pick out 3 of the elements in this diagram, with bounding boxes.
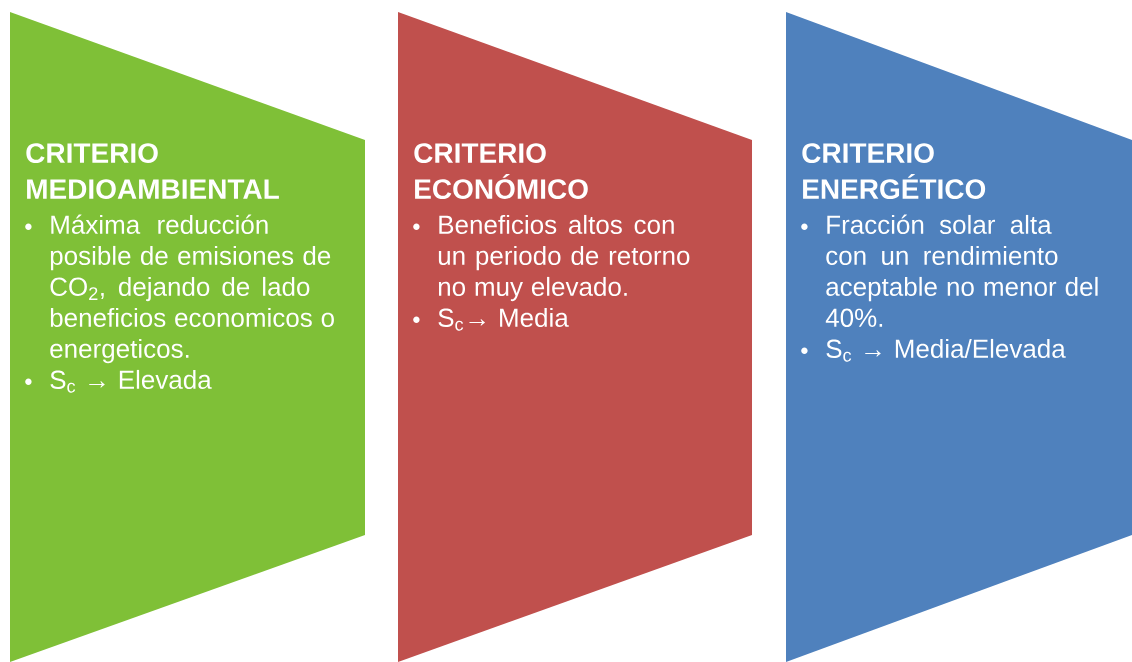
- chevron-panel: CRITERIO ENERGÉTICO Fracción solar alta con un rendimiento aceptable no menor del 40%. S$_{c}$ → Media/Elevada: [786, 12, 1132, 662]
- chevron-panel: CRITERIO ECONÓMICO Beneficios altos con un periodo de retorno no muy elevado. S$_{c}$→ Media: [398, 12, 752, 662]
- chevron-panel: CRITERIO MEDIOAMBIENTAL Máxima reducción posible de emisiones de CO$_{2}$, dejando de lado beneficios economicos o energeticos. S$_{c}$ → Elevada: [10, 12, 365, 662]
